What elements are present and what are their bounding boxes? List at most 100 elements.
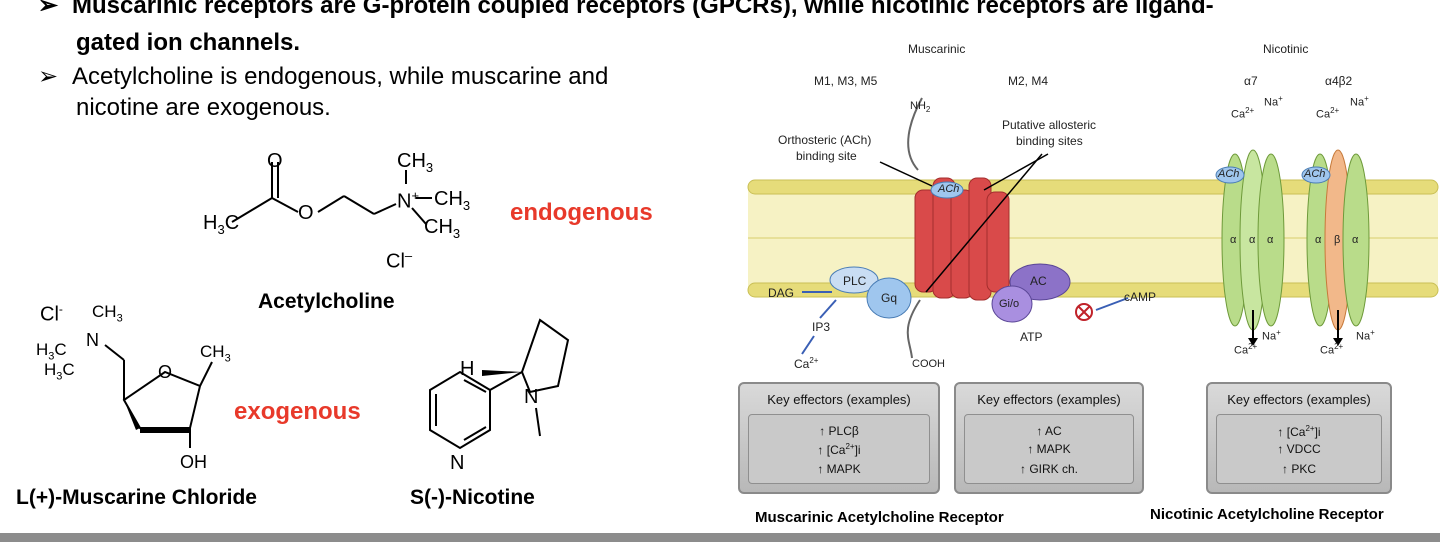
bullet-endogenous: ➢ Acetylcholine is endogenous, while musc… — [38, 62, 608, 91]
nh2-label: NH2 — [910, 100, 931, 115]
ac-label: AC — [1030, 274, 1047, 288]
atom-n: N — [86, 330, 99, 350]
ca-bottom-alpha7: Ca2+ — [1234, 342, 1258, 357]
atom-ch3-right: CH3 — [434, 188, 471, 213]
atom-cl: Cl- — [40, 302, 63, 326]
effector-box-m24: Key effectors (examples) ↑ AC ↑ MAPK ↑ G… — [954, 382, 1144, 494]
caption-muscarinic: Muscarinic Acetylcholine Receptor — [755, 509, 1004, 526]
muscarine-structure — [104, 344, 213, 448]
atom-h3c-b: H3C — [44, 360, 75, 383]
footer-bar — [0, 533, 1440, 542]
ip3-label: IP3 — [812, 320, 831, 334]
ca-left-label: Ca2+ — [794, 356, 819, 371]
a4b2-label: α4β2 — [1325, 74, 1353, 88]
subunit-alpha-5: α — [1352, 234, 1359, 246]
ach-label-alpha7: ACh — [1218, 168, 1240, 180]
atom-n-pyridine: N — [450, 452, 465, 474]
gio-ellipse — [991, 285, 1033, 323]
header-nicotinic: Nicotinic — [1263, 42, 1309, 56]
atom-cl-minus: Cl– — [386, 248, 413, 273]
allosteric-label-2: binding sites — [1016, 134, 1083, 148]
caption-nicotinic: Nicotinic Acetylcholine Receptor — [1150, 506, 1384, 523]
plc-ellipse — [829, 266, 879, 294]
atom-h3c: H3C — [203, 212, 240, 237]
orthosteric-label-1: Orthosteric (ACh) — [778, 133, 872, 147]
atom-oh: OH — [180, 452, 207, 472]
bullet-gpcr-text-1: Muscarinic receptors are G-protein coupl… — [72, 0, 1214, 19]
receptor-diagram — [747, 97, 1439, 359]
muscarine-name: L(+)-Muscarine Chloride — [16, 486, 257, 509]
m-group1-label: M1, M3, M5 — [814, 74, 878, 88]
effector-box-title: Key effectors (examples) — [1227, 392, 1371, 407]
orthosteric-label-2: binding site — [796, 149, 857, 163]
na-bottom-alpha7: Na+ — [1262, 328, 1281, 343]
ach-label-gpcr: ACh — [938, 183, 960, 195]
na-top-alpha7: Na+ — [1264, 94, 1283, 109]
effector-item: ↑ [Ca2+]i — [1277, 424, 1321, 439]
atom-ch3-top: CH3 — [397, 150, 434, 175]
ca-bottom-a4b2: Ca2+ — [1320, 342, 1344, 357]
plc-label: PLC — [843, 274, 867, 288]
effector-box-m135: Key effectors (examples) ↑ PLCβ ↑ [Ca2+]… — [738, 382, 940, 494]
gio-label: Gi/o — [999, 298, 1020, 310]
atom-ch3-bottom: CH3 — [424, 216, 461, 241]
atom-o-ester: O — [298, 202, 314, 224]
alpha7-label: α7 — [1244, 74, 1258, 88]
dag-label: DAG — [768, 286, 795, 300]
bullet-arrow-icon: ➢ — [38, 0, 59, 19]
m-group2-label: M2, M4 — [1008, 74, 1049, 88]
a4b2-channel — [1301, 149, 1370, 331]
gq-label: Gq — [881, 291, 898, 305]
gq-ellipse — [866, 277, 912, 319]
effector-item: ↑ GIRK ch. — [1019, 462, 1078, 476]
ca-top-a4b2: Ca2+ — [1316, 106, 1340, 121]
effector-item: ↑ [Ca2+]i — [817, 442, 861, 457]
effector-item: ↑ AC — [1036, 424, 1062, 438]
effector-item: ↑ PKC — [1281, 462, 1316, 476]
effector-box-title: Key effectors (examples) — [977, 392, 1121, 407]
na-bottom-a4b2: Na+ — [1356, 328, 1375, 343]
acetylcholine-structure — [231, 162, 432, 225]
ach-label-a4b2: ACh — [1304, 168, 1326, 180]
nicotine-structure — [429, 318, 570, 450]
atom-n-plus: N+ — [397, 188, 420, 213]
acetylcholine-name: Acetylcholine — [258, 290, 395, 313]
bullet-gpcr-text-2: gated ion channels. — [76, 29, 301, 56]
effector-box-nicotinic: Key effectors (examples) ↑ [Ca2+]i ↑ VDC… — [1206, 382, 1392, 494]
bullet-endogenous-text-1: Acetylcholine is endogenous, while musca… — [72, 63, 609, 90]
camp-label: cAMP — [1124, 290, 1157, 304]
header-muscarinic: Muscarinic — [908, 42, 966, 56]
effector-item: ↑ MAPK — [1027, 442, 1071, 456]
bullet-endogenous-text-2: nicotine are exogenous. — [76, 94, 331, 121]
effector-item: ↑ MAPK — [817, 462, 861, 476]
alpha7-channel — [1215, 149, 1285, 331]
inhibition-icon — [1075, 303, 1093, 321]
atom-h3c-a: H3C — [36, 340, 67, 363]
atom-o-ring: O — [158, 362, 173, 382]
atom-n-pyrrolidine: N — [524, 386, 539, 408]
subunit-alpha-1: α — [1230, 234, 1237, 246]
atom-ch3-ring: CH3 — [200, 342, 231, 365]
ach-orthosteric-dot — [930, 181, 964, 199]
cooh-label: COOH — [912, 358, 945, 370]
atom-h: H — [460, 358, 475, 380]
atom-ch3-n: CH3 — [92, 302, 123, 325]
nicotine-name: S(-)-Nicotine — [410, 486, 535, 509]
atom-o-carbonyl: O — [267, 150, 283, 172]
subunit-alpha-2: α — [1249, 234, 1256, 246]
subunit-alpha-3: α — [1267, 234, 1274, 246]
ca-top-alpha7: Ca2+ — [1231, 106, 1255, 121]
atp-label: ATP — [1020, 330, 1043, 344]
effector-item: ↑ VDCC — [1277, 442, 1321, 456]
na-top-a4b2: Na+ — [1350, 94, 1369, 109]
bullet-arrow-icon: ➢ — [38, 63, 59, 90]
effector-item: ↑ PLCβ — [819, 424, 859, 438]
effector-box-title: Key effectors (examples) — [767, 392, 911, 407]
exogenous-label: exogenous — [234, 398, 361, 425]
gpcr-helices — [914, 177, 1010, 301]
bullet-gpcr: ➢ Muscarinic receptors are G-protein coup… — [38, 0, 1438, 20]
subunit-beta: β — [1334, 234, 1341, 246]
endogenous-label: endogenous — [510, 199, 653, 226]
allosteric-label-1: Putative allosteric — [1002, 118, 1097, 132]
subunit-alpha-4: α — [1315, 234, 1322, 246]
